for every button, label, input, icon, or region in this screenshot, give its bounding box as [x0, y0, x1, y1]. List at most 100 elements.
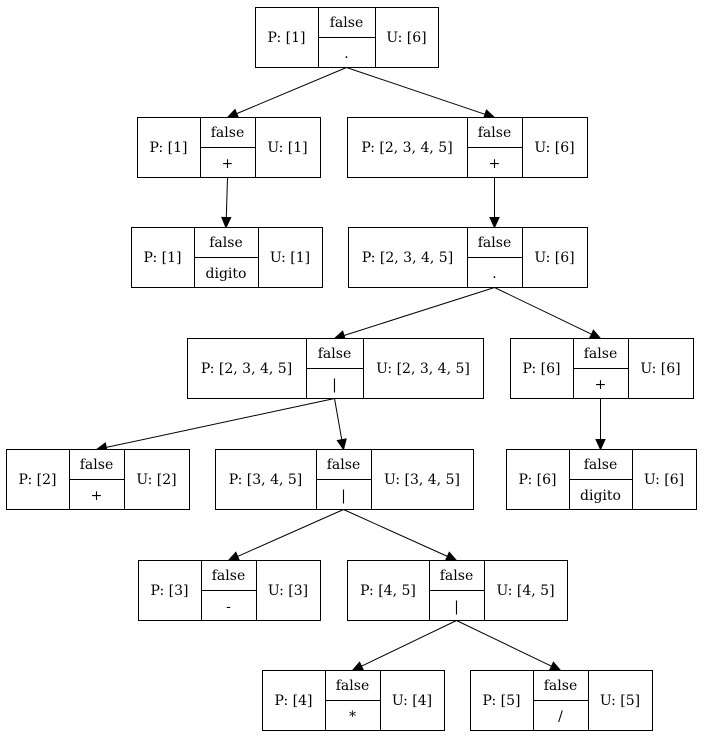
tree-edge — [494, 287, 602, 340]
node-symbol-label: . — [344, 46, 348, 62]
node-u-label: U: [2, 3, 4, 5] — [376, 361, 470, 377]
node-flag-label: false — [584, 457, 617, 473]
arrowhead — [595, 439, 606, 451]
edge-line — [334, 398, 343, 440]
node-symbol-label: + — [595, 377, 607, 393]
tree-edge — [226, 67, 347, 119]
tree-node: P: [6] false + U: [6] — [510, 338, 694, 399]
tree-edge — [95, 398, 335, 453]
node-u-label: U: [6] — [640, 361, 680, 377]
node-p-label: P: [6] — [523, 361, 561, 377]
node-flag-label: false — [209, 235, 242, 251]
tree-edge — [334, 398, 347, 451]
node-flag-label: false — [544, 678, 577, 694]
node-u-label: U: [5] — [600, 693, 640, 709]
node-p-label: P: [4] — [275, 693, 313, 709]
node-symbol-label: + — [91, 488, 103, 504]
node-symbol-label: * — [349, 709, 356, 725]
node-flag-label: false — [318, 346, 351, 362]
node-u-label: U: [6] — [534, 140, 574, 156]
tree-edge — [489, 177, 500, 229]
tree-node: P: [2, 3, 4, 5] false + U: [6] — [347, 117, 588, 178]
tree-node: P: [2, 3, 4, 5]false.U: [6] — [348, 227, 588, 288]
node-p-label: P: [4, 5] — [360, 583, 416, 599]
tree-node: P: [4] false * U: [4] — [262, 670, 445, 731]
tree-edge — [595, 398, 606, 451]
node-u-label: U: [6] — [644, 472, 684, 488]
tree-node: P: [3, 4, 5] false | U: [3, 4, 5] — [215, 449, 474, 510]
arrowhead — [226, 108, 240, 119]
node-flag-label: false — [211, 125, 244, 141]
node-u-label: U: [4] — [392, 693, 432, 709]
node-symbol-label: + — [489, 156, 501, 172]
node-flag-label: false — [440, 568, 473, 584]
node-flag-label: false — [80, 457, 113, 473]
tree-edge — [343, 509, 458, 562]
arrowhead — [336, 438, 347, 451]
tree-node: P: [2] false + U: [2] — [6, 449, 190, 510]
arrowhead — [351, 661, 365, 672]
tree-edge — [351, 620, 457, 672]
tree-node: P: [3] false - U: [3] — [138, 560, 321, 621]
node-u-label: U: [4, 5] — [496, 583, 554, 599]
edge-line — [225, 177, 228, 218]
arrowhead — [588, 329, 602, 340]
tree-node: P: [1] false. U: [6] — [255, 7, 439, 68]
arrowhead — [444, 551, 458, 562]
node-symbol-label: - — [226, 599, 231, 615]
tree-node: P: [4, 5] false | U: [4, 5] — [347, 560, 568, 621]
edges-layer — [95, 67, 606, 672]
node-u-label: U: [1] — [270, 250, 310, 266]
node-symbol-label: | — [332, 377, 337, 393]
edge-line — [456, 620, 552, 667]
node-symbol-label: . — [492, 266, 496, 282]
node-symbol-label: | — [341, 488, 346, 504]
node-p-label: P: [3] — [151, 583, 189, 599]
node-u-label: U: [6] — [386, 30, 426, 46]
node-flag-label: false — [330, 15, 363, 31]
tree-edge — [346, 67, 496, 120]
node-p-label: P: [2] — [19, 472, 57, 488]
node-u-label: U: [1] — [267, 140, 307, 156]
edge-line — [106, 398, 335, 448]
tree-node: P: [1] false + U: [1] — [137, 117, 321, 178]
node-p-label: P: [6] — [519, 472, 557, 488]
tree-edge — [333, 287, 495, 341]
tree-edge — [221, 177, 232, 229]
arrowhead — [221, 216, 232, 229]
node-p-label: P: [1] — [150, 140, 188, 156]
edge-line — [237, 509, 344, 557]
node-u-label: U: [3] — [268, 583, 308, 599]
edge-line — [343, 287, 495, 336]
tree-edge — [227, 509, 344, 562]
edge-line — [494, 287, 592, 335]
tree-edge — [456, 620, 562, 672]
node-p-label: P: [1] — [144, 250, 182, 266]
node-p-label: P: [2, 3, 4, 5] — [201, 361, 292, 377]
edge-line — [343, 509, 448, 557]
arrowhead — [548, 661, 562, 672]
node-p-label: P: [1] — [268, 30, 306, 46]
node-flag-label: false — [212, 568, 245, 584]
arrowhead — [489, 217, 500, 229]
node-p-label: P: [2, 3, 4, 5] — [361, 140, 452, 156]
node-symbol-label: | — [454, 599, 459, 615]
node-flag-label: false — [584, 346, 617, 362]
node-flag-label: false — [336, 678, 369, 694]
tree-node: P: [5]false/U: [5] — [470, 670, 653, 731]
node-p-label: P: [3, 4, 5] — [229, 472, 303, 488]
edge-line — [361, 620, 457, 667]
node-flag-label: false — [478, 235, 511, 251]
arrowhead — [227, 551, 241, 562]
node-u-label: U: [2] — [136, 472, 176, 488]
node-symbol-label: + — [222, 156, 234, 172]
tree-node: P: [2, 3, 4, 5] false | U: [2, 3, 4, 5] — [187, 338, 484, 399]
node-flag-label: false — [478, 125, 511, 141]
edge-line — [236, 67, 347, 115]
node-symbol-label: / — [558, 709, 563, 725]
node-u-label: U: [3, 4, 5] — [384, 472, 460, 488]
node-flag-label: false — [327, 457, 360, 473]
